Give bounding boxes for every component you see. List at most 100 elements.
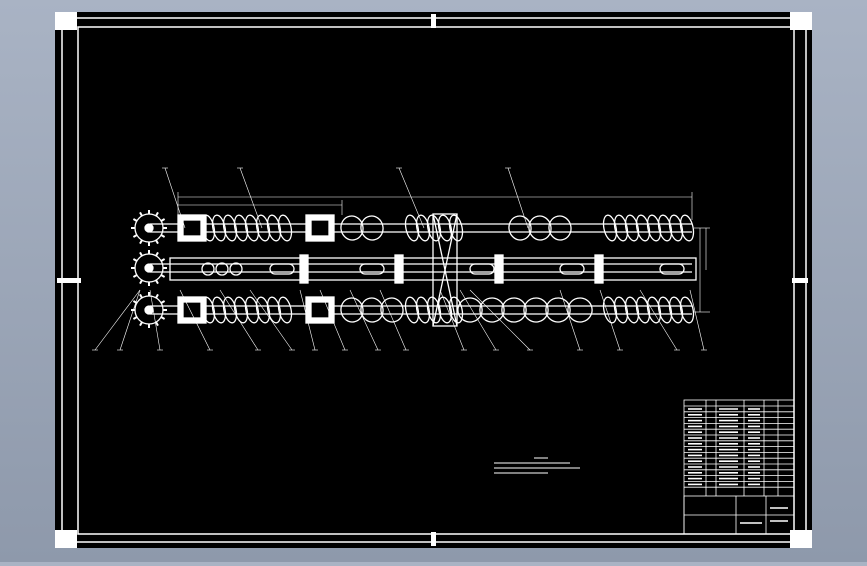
bottom-screw-flight [277,296,293,324]
bottom-screw-flight [668,296,684,324]
callout-leader [599,289,621,351]
top-coupling-block-inner [310,219,330,237]
bottom-screw-flight [266,296,282,324]
bottom-screw-flight [679,296,695,324]
bottom-screw-flight [415,296,431,324]
top-screw-flight [340,215,364,241]
top-screw-flight [613,214,629,242]
cutter-tooth [139,279,143,285]
callout-leader [459,289,497,351]
top-screw-flight [415,214,431,242]
top-screw-flight [255,214,271,242]
top-screw-flight [624,214,640,242]
bottom-screw-flight [545,297,571,323]
cutter-hub [144,223,154,233]
crusher-diagonal [432,213,458,327]
top-screw-flight [222,214,238,242]
bottom-screw-flight [457,297,483,323]
cutter-hub [144,305,154,315]
top-screw-flight [635,214,651,242]
callout-leader [149,289,161,351]
top-screw-flight [508,215,532,241]
cutter-tooth [160,300,166,304]
top-screw-flight [233,214,249,242]
cutter-tooth [139,239,143,245]
cutter-tooth [160,274,166,278]
top-screw-flight [668,214,684,242]
cutter-tooth [160,316,166,320]
bottom-screw-flight [426,296,442,324]
cutter-hub [144,263,154,273]
callout-leader [94,289,141,351]
cutter-tooth [132,300,138,304]
part-callouts [92,167,707,351]
callout-leader [299,289,316,351]
frame-slot [559,263,585,275]
bottom-screw-flight [613,296,629,324]
frame-slot [469,263,495,275]
callout-leader [689,289,705,351]
cutter-tooth [139,251,143,257]
top-screw-flight [426,214,442,242]
frame-post [299,254,309,284]
gear-hole [215,262,229,276]
frame-slot [659,263,685,275]
cutter-tooth [139,293,143,299]
frame-slot [359,263,385,275]
callout-leader [379,289,407,351]
callout-leader [249,289,293,351]
center-crusher-housing [432,213,458,327]
bottom-screw-flight [646,296,662,324]
callout-leader [469,289,531,351]
cutter-disc [131,210,167,246]
top-screw-flight [266,214,282,242]
top-screw-flight [602,214,618,242]
cutter-tooth [132,316,138,320]
bottom-screw-flight [624,296,640,324]
cutter-tooth [155,211,159,217]
cutter-tooth [139,321,143,327]
callout-leader [179,289,211,351]
frame-post [394,254,404,284]
bottom-screw-flight [501,297,527,323]
frame-post [594,254,604,284]
bottom-screw-flight [244,296,260,324]
callout-leader [219,289,259,351]
bottom-screw-flight [360,297,384,323]
top-screw-flight [448,214,464,242]
callout-leader [349,289,379,351]
bottom-screw-flight [380,297,404,323]
title-block [683,399,795,535]
top-screw-flight [211,214,227,242]
callout-leader [164,167,186,229]
bottom-screw-flight [635,296,651,324]
cutter-tooth [155,239,159,245]
top-screw-flight [657,214,673,242]
callout-leader [559,289,581,351]
cutter-tooth [160,234,166,238]
top-screw-flight [528,215,552,241]
top-screw-flight [679,214,695,242]
top-bearing-housing-left-inner [182,219,202,237]
bottom-screw-flight [657,296,673,324]
bottom-bearing-housing-left-inner [182,301,202,319]
cutter-tooth [155,321,159,327]
bottom-screw-flight [448,296,464,324]
top-screw-flight [646,214,662,242]
bottom-coupling-block-inner [310,301,330,319]
callout-leader [507,167,529,229]
callout-leader [319,289,346,351]
top-screw-flight [360,215,384,241]
frame-post [494,254,504,284]
bottom-screw-flight [222,296,238,324]
bottom-screw-flight [479,297,505,323]
cutter-tooth [160,218,166,222]
cutter-tooth [132,258,138,262]
bottom-screw-flight [567,297,593,323]
cutter-tooth [155,293,159,299]
callout-leader [119,289,141,351]
cutter-disc [131,292,167,328]
bottom-screw-flight [602,296,618,324]
